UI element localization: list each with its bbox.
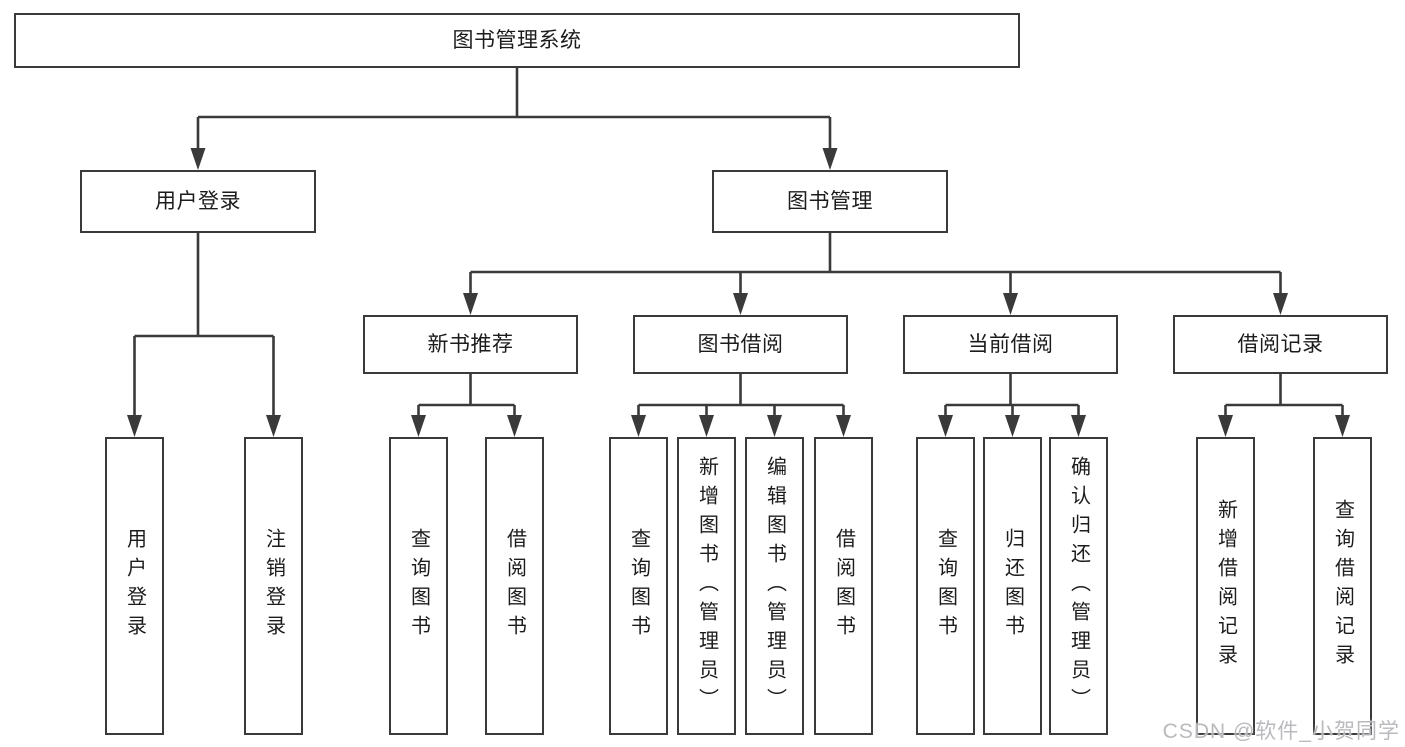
leaf-borrow-books-recommend: 借阅图书 (485, 437, 544, 735)
node-new-book-recommend: 新书推荐 (363, 315, 578, 374)
node-label: 借阅图书 (832, 528, 855, 644)
node-label: 归还图书 (1001, 528, 1024, 644)
node-book-management: 图书管理 (712, 170, 948, 233)
node-book-borrowing: 图书借阅 (633, 315, 848, 374)
leaf-user-login: 用户登录 (105, 437, 164, 735)
leaf-borrow-books: 借阅图书 (814, 437, 873, 735)
node-label: 图书管理系统 (452, 29, 582, 52)
node-label: 查询图书 (407, 528, 430, 644)
node-user-login: 用户登录 (80, 170, 316, 233)
node-label: 注销登录 (262, 528, 285, 644)
leaf-query-books-borrow: 查询图书 (609, 437, 668, 735)
node-label: 图书借阅 (697, 333, 784, 356)
node-borrowing-records: 借阅记录 (1173, 315, 1388, 374)
node-label: 查询借阅记录 (1331, 499, 1354, 673)
leaf-query-books-recommend: 查询图书 (389, 437, 448, 735)
node-label: 新增图书（管理员） (695, 455, 718, 717)
node-library-system: 图书管理系统 (14, 13, 1020, 68)
leaf-return-books: 归还图书 (983, 437, 1042, 735)
node-label: 编辑图书（管理员） (763, 455, 786, 717)
node-label: 确认归还（管理员） (1067, 455, 1090, 717)
leaf-query-books-current: 查询图书 (916, 437, 975, 735)
leaf-logout: 注销登录 (244, 437, 303, 735)
leaf-add-borrow-record: 新增借阅记录 (1196, 437, 1255, 735)
node-current-borrowing: 当前借阅 (903, 315, 1118, 374)
node-label: 新增借阅记录 (1214, 499, 1237, 673)
node-label: 借阅记录 (1237, 333, 1324, 356)
node-label: 当前借阅 (967, 333, 1054, 356)
leaf-edit-books-admin: 编辑图书（管理员） (745, 437, 804, 735)
node-label: 查询图书 (934, 528, 957, 644)
leaf-add-books-admin: 新增图书（管理员） (677, 437, 736, 735)
node-label: 用户登录 (123, 528, 146, 644)
leaf-query-borrow-record: 查询借阅记录 (1313, 437, 1372, 735)
leaf-confirm-return-admin: 确认归还（管理员） (1049, 437, 1108, 735)
node-label: 用户登录 (155, 190, 241, 213)
node-label: 图书管理 (787, 190, 873, 213)
node-label: 查询图书 (627, 528, 650, 644)
node-label: 新书推荐 (427, 333, 514, 356)
node-label: 借阅图书 (503, 528, 526, 644)
